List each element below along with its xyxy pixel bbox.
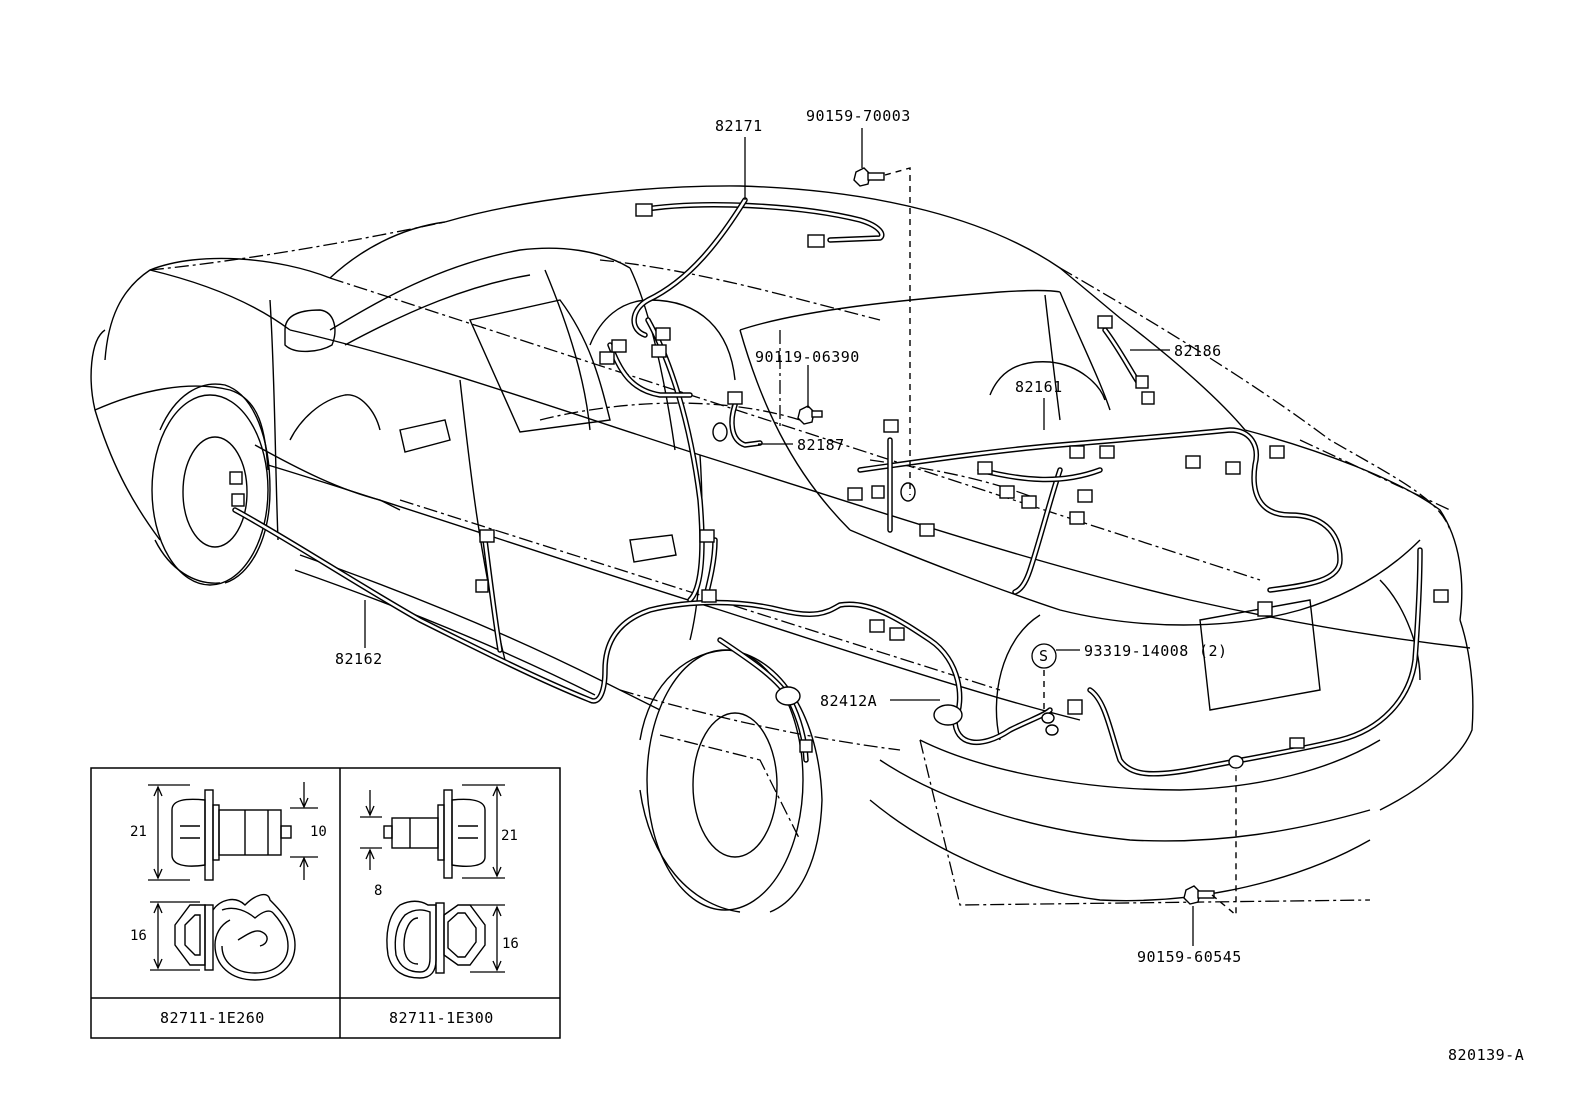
screw-90159-70003 <box>853 167 885 187</box>
label-82711-1e260: 82711-1E260 <box>160 1009 265 1027</box>
label-82161: 82161 <box>1015 378 1063 396</box>
label-82711-1e300: 82711-1E300 <box>389 1009 494 1027</box>
clip-left-front-view <box>150 893 296 981</box>
label-90119-06390: 90119-06390 <box>755 348 860 366</box>
part-labels: 82171 90159-70003 90119-06390 82186 8216… <box>335 107 1524 1064</box>
dim-left-height: 21 <box>130 824 147 840</box>
dim-right-height: 21 <box>501 828 518 844</box>
label-93319-14008: 93319-14008 <box>1084 642 1189 660</box>
label-82412a: 82412A <box>820 692 877 710</box>
label-82186: 82186 <box>1174 342 1222 360</box>
dim-right-clip: 16 <box>502 936 519 952</box>
label-82162: 82162 <box>335 650 383 668</box>
label-93319-14008-qty: (2) <box>1199 642 1228 660</box>
phantom-lines <box>149 221 1451 906</box>
label-90159-60545: 90159-60545 <box>1137 948 1242 966</box>
clip-left-side-view <box>148 782 318 881</box>
clip-inset: 21 10 16 <box>90 767 561 1039</box>
label-82187: 82187 <box>797 436 845 454</box>
clip-right-side-view <box>360 784 505 879</box>
figure-id: 820139-A <box>1448 1046 1524 1064</box>
dim-right-head: 8 <box>374 883 382 899</box>
leader-lines <box>364 128 1194 946</box>
symbol-s: S <box>1039 647 1049 665</box>
wire-harnesses <box>232 197 1423 777</box>
dim-left-clip: 16 <box>130 928 147 944</box>
connectors <box>229 203 1449 769</box>
clip-right-front-view <box>386 900 505 979</box>
dim-left-head: 10 <box>310 824 327 840</box>
screw-90159-60545 <box>1183 885 1215 905</box>
label-90159-70003: 90159-70003 <box>806 107 911 125</box>
bolt-90119-06390 <box>797 405 823 425</box>
label-82171: 82171 <box>715 117 763 135</box>
